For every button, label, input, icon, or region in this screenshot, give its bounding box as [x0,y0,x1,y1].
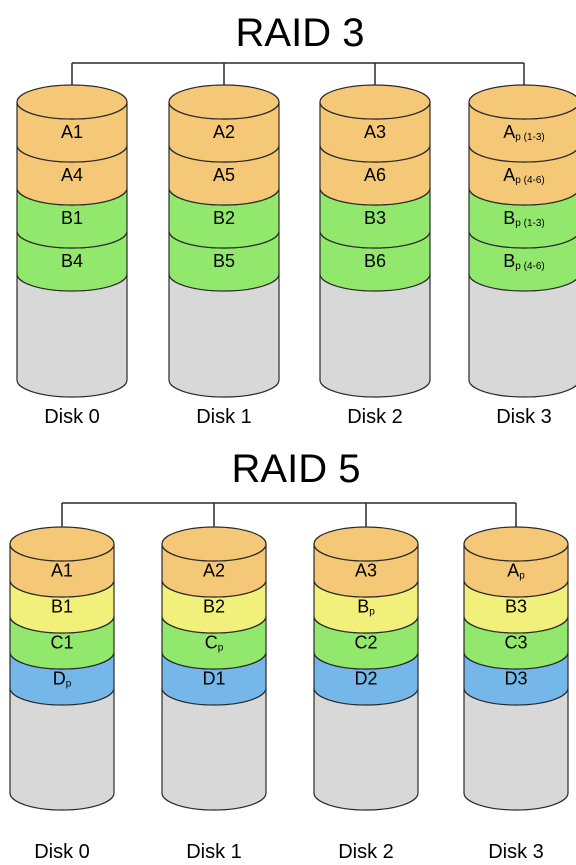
block-label: A1 [51,561,73,581]
disk-empty-space [161,687,267,811]
block-label: A5 [213,165,235,185]
disk-empty-space [16,273,128,398]
disk-label: Disk 3 [488,841,544,863]
block-label: D3 [504,669,527,689]
block-label: A3 [364,122,386,142]
block-label: Bp (1-3) [503,208,544,229]
block-label: B4 [61,251,83,271]
disk-empty-space [168,273,280,398]
block-label: B3 [364,208,386,228]
disk-label: Disk 0 [34,841,90,863]
block-label: B6 [364,251,386,271]
disk-top-cap [16,84,128,120]
block-label: B3 [505,597,527,617]
block-label: A4 [61,165,83,185]
block-label: Ap [507,561,525,582]
disk-empty-space [319,273,431,398]
block-label: Cp [205,633,224,654]
disk-top-cap [9,526,115,562]
disk-top-cap [161,526,267,562]
block-label: D2 [354,669,377,689]
block-label: B2 [213,208,235,228]
disk-label: Disk 0 [44,406,100,428]
block-label: A6 [364,165,386,185]
diagram-title: RAID 3 [236,11,365,55]
disk-empty-space [9,687,115,811]
block-label: B2 [203,597,225,617]
disk-empty-space [468,273,576,398]
disk-top-cap [313,526,419,562]
disk-label: Disk 2 [338,841,394,863]
block-label: A2 [213,122,235,142]
block-label: B5 [213,251,235,271]
disk-label: Disk 1 [186,841,242,863]
block-label: A2 [203,561,225,581]
block-label: D1 [202,669,225,689]
diagram-title: RAID 5 [232,447,361,491]
block-label: C3 [504,633,527,653]
block-label: Ap (1-3) [503,122,544,143]
block-label: B1 [51,597,73,617]
disk-top-cap [168,84,280,120]
block-label: Dp [53,669,72,690]
disk-cylinder: Ap (1-3) Ap (4-6) Bp (1-3) Bp (4-6) Disk 3 [468,84,576,428]
block-label: A1 [61,122,83,142]
block-label: A3 [355,561,377,581]
disk-top-cap [463,526,569,562]
block-label: B1 [61,208,83,228]
disk-empty-space [463,687,569,811]
disk-label: Disk 3 [496,406,552,428]
block-label: C1 [50,633,73,653]
block-label: Bp [357,597,375,618]
block-label: Bp (4-6) [503,251,544,272]
block-label: C2 [354,633,377,653]
disk-top-cap [319,84,431,120]
disk-empty-space [313,687,419,811]
block-label: Ap (4-6) [503,165,544,186]
disk-top-cap [468,84,576,120]
disk-label: Disk 1 [196,406,252,428]
disk-label: Disk 2 [347,406,403,428]
